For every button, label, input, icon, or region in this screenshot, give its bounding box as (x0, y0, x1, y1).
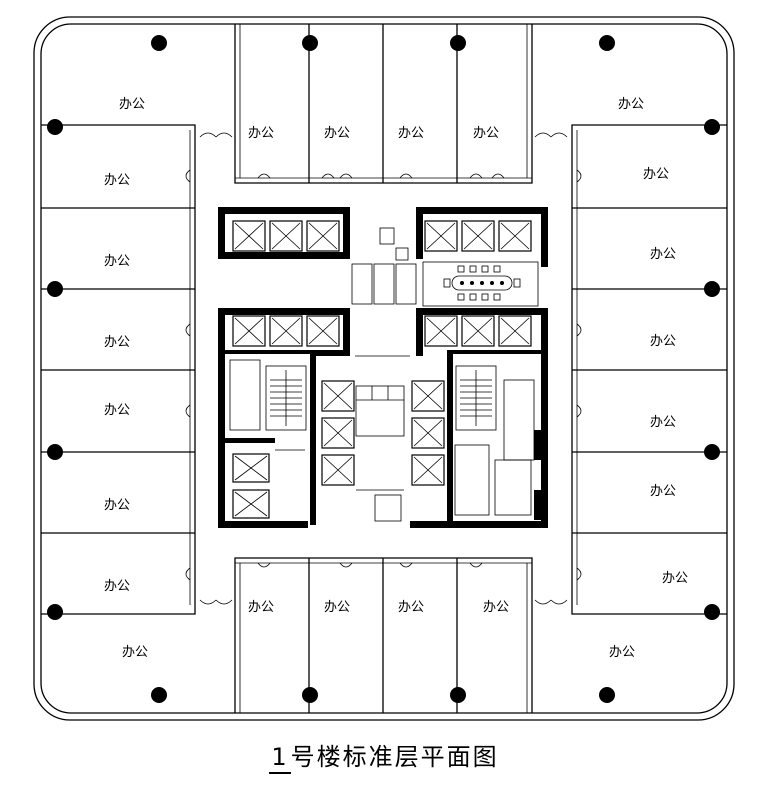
office-label-s-left-corner: 办公 (122, 645, 148, 660)
office-label-w-6: 办公 (104, 579, 130, 594)
column (704, 604, 720, 620)
office-label-n-3: 办公 (398, 126, 424, 141)
office-label-e-3: 办公 (650, 334, 676, 349)
structural-columns (47, 35, 720, 703)
column (704, 119, 720, 135)
column (450, 687, 466, 703)
office-label-w-1: 办公 (104, 173, 130, 188)
column (599, 35, 615, 51)
column (302, 35, 318, 51)
conference-room (422, 261, 539, 307)
outer-wall (33, 16, 735, 721)
office-label-e-6: 办公 (662, 571, 688, 586)
office-labels: 办公办公办公办公办公办公办公办公办公办公办公办公办公办公办公办公办公办公办公办公… (104, 97, 688, 660)
office-label-s-3: 办公 (398, 600, 424, 615)
east-office-band (571, 130, 727, 615)
column (47, 119, 63, 135)
office-label-s-1: 办公 (248, 600, 274, 615)
building-number: 1 (269, 742, 291, 774)
office-label-e-5: 办公 (650, 484, 676, 499)
office-label-s-4: 办公 (483, 600, 509, 615)
south-office-band (234, 557, 533, 713)
office-label-w-3: 办公 (104, 335, 130, 350)
column (47, 281, 63, 297)
door-swings (185, 132, 582, 605)
column (704, 444, 720, 460)
office-label-e-4: 办公 (650, 415, 676, 430)
office-label-e-1: 办公 (643, 167, 669, 182)
column (151, 687, 167, 703)
drawing-title: 1号楼标准层平面图 (0, 742, 768, 774)
office-label-w-5: 办公 (104, 498, 130, 513)
drawing-title-text: 号楼标准层平面图 (290, 743, 499, 771)
office-label-n-4: 办公 (473, 126, 499, 141)
column (704, 281, 720, 297)
office-label-w-2: 办公 (104, 254, 130, 269)
office-label-n-1: 办公 (248, 126, 274, 141)
office-label-w-4: 办公 (104, 403, 130, 418)
building-core (218, 207, 548, 528)
column (599, 687, 615, 703)
column (450, 35, 466, 51)
office-label-n-2: 办公 (324, 126, 350, 141)
office-label-n-right-corner: 办公 (618, 97, 644, 112)
column (47, 444, 63, 460)
office-label-e-2: 办公 (650, 247, 676, 262)
outer-wall-inner-line (40, 23, 728, 714)
office-label-s-2: 办公 (324, 600, 350, 615)
column (302, 687, 318, 703)
column (47, 604, 63, 620)
office-label-s-right-corner: 办公 (609, 645, 635, 660)
office-label-n-left-corner: 办公 (119, 97, 145, 112)
west-office-band (41, 130, 196, 615)
column (151, 35, 167, 51)
